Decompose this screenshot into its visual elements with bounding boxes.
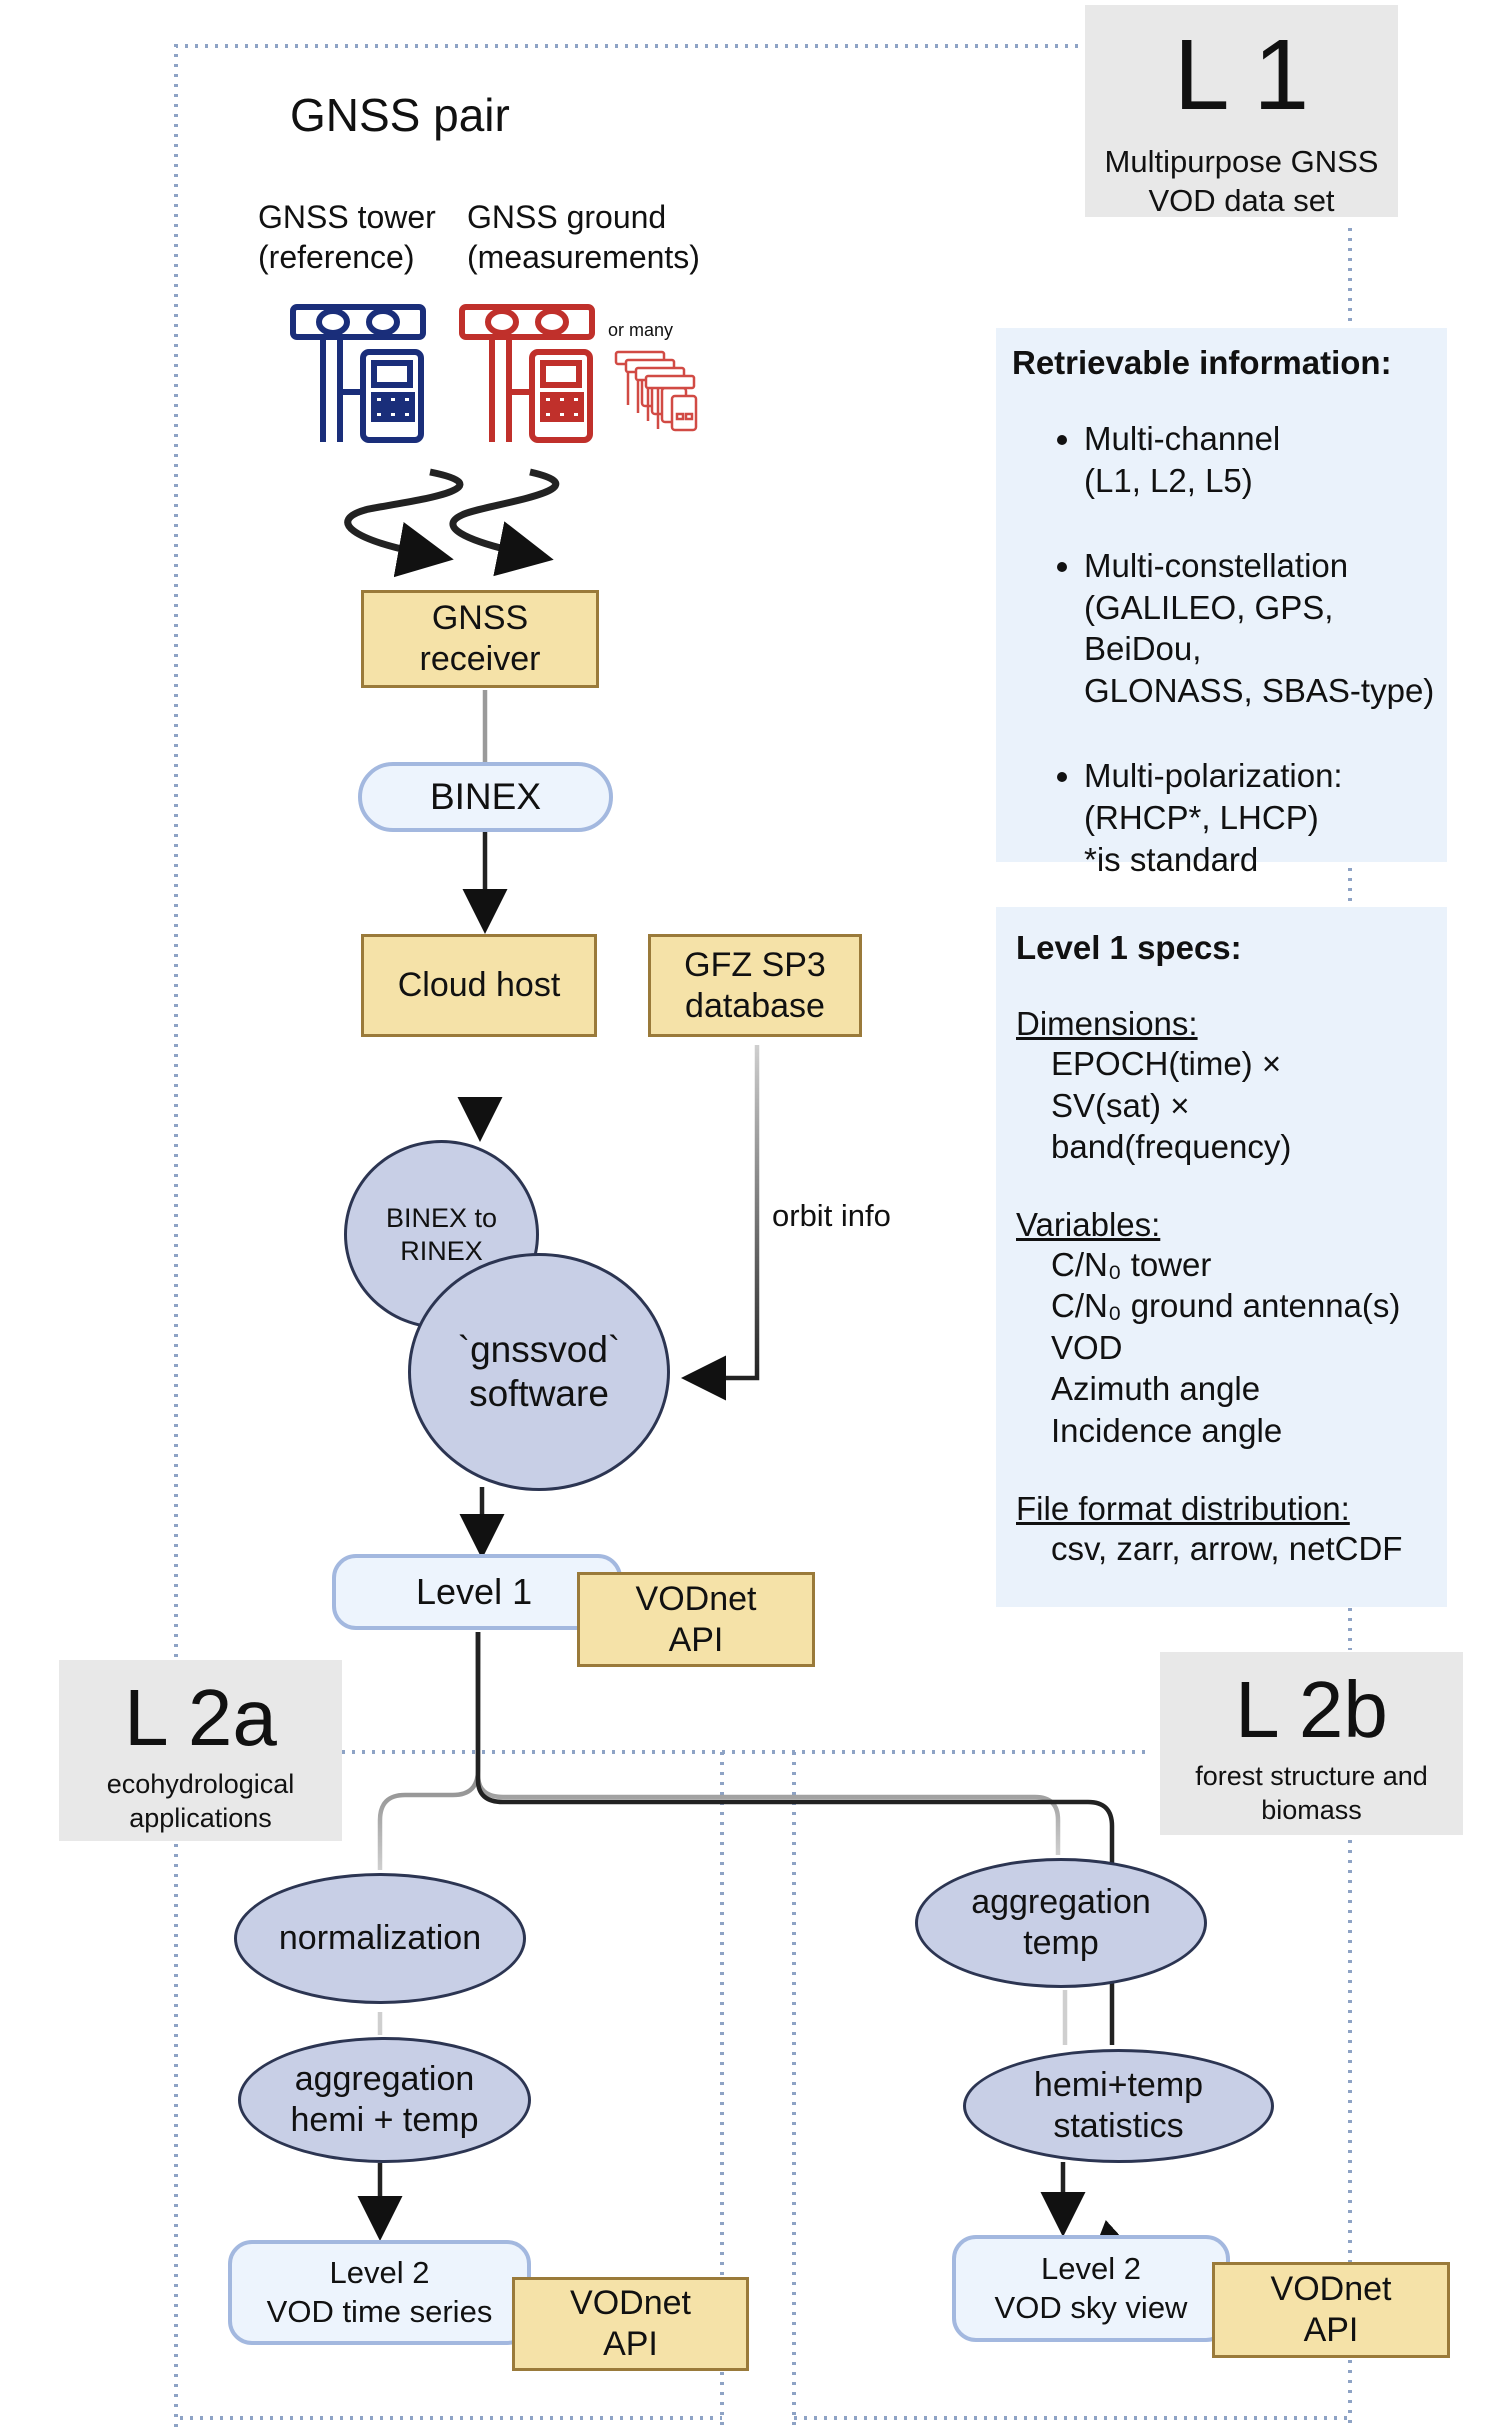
gnss-ground-icon <box>459 304 595 443</box>
or-many-label: or many <box>608 320 674 340</box>
gnss-tower-label: GNSS tower (reference) <box>258 199 436 275</box>
variable-vod: VOD <box>1051 1328 1123 1366</box>
level1-to-hemi-stats <box>475 1632 1115 2045</box>
l2b-code: L 2b <box>1235 1665 1388 1754</box>
l1-region-border <box>174 44 1082 2427</box>
gnssvod-software-node: `gnssvod` software <box>408 1253 670 1491</box>
vodnet-api-l2a-box: VODnet API <box>512 2277 749 2371</box>
gnss-receiver-box: GNSS receiver <box>361 590 599 688</box>
level2-sky-view-node: Level 2 VOD sky view <box>952 2235 1230 2342</box>
cloud-host-box: Cloud host <box>361 934 597 1037</box>
l2a-region-header: L 2a ecohydrological applications <box>59 1660 342 1841</box>
level1-node: Level 1 <box>332 1554 622 1630</box>
wave-from-ground <box>449 468 560 577</box>
l2b-region-header: L 2b forest structure and biomass <box>1160 1652 1463 1835</box>
aggregation-temp-node: aggregation temp <box>915 1858 1207 1988</box>
vodnet-api-l1-box: VODnet API <box>577 1572 815 1667</box>
l2b-description: forest structure and biomass <box>1195 1761 1428 1825</box>
variables-heading: Variables: <box>1016 1205 1161 1243</box>
l1-region-header: L 1 Multipurpose GNSS VOD data set <box>1085 5 1398 218</box>
gnss-ground-label: GNSS ground (measurements) <box>467 199 700 275</box>
retrievable-item-multiconstellation: Multi-constellation (GALILEO, GPS, BeiDo… <box>1084 545 1447 711</box>
retrievable-info-list: Multi-channel (L1, L2, L5) Multi-constel… <box>996 418 1447 880</box>
gfz-sp3-database-box: GFZ SP3 database <box>648 934 862 1037</box>
level1-specs-title: Level 1 specs: <box>1016 929 1242 966</box>
l2a-code: L 2a <box>124 1673 277 1762</box>
dimension-epoch: EPOCH(time) × <box>1051 1045 1282 1082</box>
variable-azimuth: Azimuth angle <box>1051 1370 1261 1408</box>
level2-time-series-node: Level 2 VOD time series <box>228 2240 531 2345</box>
level1-specs-panel: Level 1 specs: Dimensions: EPOCH(time) ×… <box>996 907 1447 1607</box>
dimension-band: band(frequency) <box>1051 1128 1292 1166</box>
l1-code: L 1 <box>1173 19 1310 131</box>
dimensions-heading: Dimensions: <box>1016 1005 1198 1042</box>
file-format-heading: File format distribution: <box>1016 1489 1350 1527</box>
retrievable-info-panel: Retrievable information: Multi-channel (… <box>996 328 1447 878</box>
binex-node: BINEX <box>358 762 613 832</box>
retrievable-info-title: Retrievable information: <box>1012 344 1392 381</box>
gnss-pair-title: GNSS pair <box>290 89 510 141</box>
hemi-temp-statistics-node: hemi+temp statistics <box>963 2049 1274 2163</box>
l1-description: Multipurpose GNSS VOD data set <box>1104 144 1379 218</box>
file-format-list: csv, zarr, arrow, netCDF <box>1051 1529 1403 1567</box>
vodnet-api-l2b-box: VODnet API <box>1212 2262 1450 2358</box>
gnss-tower-icon <box>290 304 426 443</box>
l2a-description: ecohydrological applications <box>106 1769 295 1833</box>
dimension-sv: SV(sat) × <box>1051 1086 1190 1124</box>
signal-waves <box>344 468 560 578</box>
many-ground-icons <box>614 350 698 432</box>
normalization-node: normalization <box>234 1873 526 2004</box>
retrievable-item-multichannel: Multi-channel (L1, L2, L5) <box>1084 418 1447 501</box>
gfz-orbit-arrow <box>681 1045 760 1401</box>
variable-cn0-ground: C/N₀ ground antenna(s) <box>1051 1287 1401 1325</box>
orbit-info-label: orbit info <box>772 1198 891 1233</box>
aggregation-hemi-temp-node: aggregation hemi + temp <box>238 2037 531 2163</box>
retrievable-item-multipolarization: Multi-polarization: (RHCP*, LHCP) *is st… <box>1084 755 1447 880</box>
wave-from-tower <box>344 468 464 578</box>
variable-incidence: Incidence angle <box>1051 1412 1283 1450</box>
variable-cn0-tower: C/N₀ tower <box>1051 1245 1212 1283</box>
